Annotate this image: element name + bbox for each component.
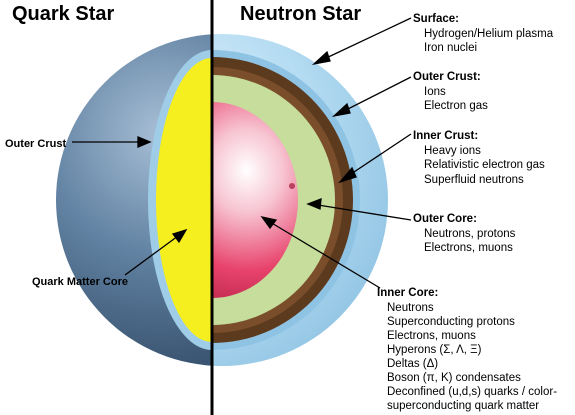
inner-crust-item: Relativistic electron gas	[424, 159, 545, 171]
inner-core-item: Hyperons (Σ, Λ, Ξ)	[387, 344, 482, 356]
quark-core-arrowhead	[171, 228, 188, 244]
quark-core-arrow	[124, 235, 179, 276]
pointer-arrows	[72, 17, 412, 289]
inner-crust-arrowhead	[338, 166, 357, 184]
surface-arrowhead	[311, 50, 331, 66]
inner-core-arrow	[269, 221, 381, 289]
inner-core-item: Boson (π, K) condensates	[387, 372, 521, 384]
inner-core-title: Inner Core:	[377, 287, 438, 299]
inner-crust-item: Superfluid neutrons	[424, 174, 524, 186]
neutron-star-half	[212, 34, 388, 366]
surface-item: Hydrogen/Helium plasma	[424, 28, 554, 40]
outer-core-title: Outer Core:	[413, 213, 477, 225]
surface-item: Iron nuclei	[424, 42, 477, 54]
quark-outer-crust-label: Outer Crust	[5, 138, 66, 150]
inner-crust-title: Inner Crust:	[413, 130, 478, 142]
inner-core-layer	[212, 102, 298, 298]
outer-crust-title: Outer Crust:	[413, 71, 481, 83]
inner-core-item: Neutrons	[387, 302, 434, 314]
inner-core-item: superconducting quark matter	[387, 400, 539, 412]
surface-arrow	[321, 17, 412, 61]
neutron-star-heading: Neutron Star	[240, 3, 361, 25]
inner-core-arrowhead	[260, 216, 278, 230]
surface-title: Surface:	[413, 13, 459, 25]
outer-crust-arrowhead	[331, 102, 351, 118]
inner-core-item: Deconfined (u,d,s) quarks / color-	[387, 386, 557, 398]
quark-star-heading: Quark Star	[12, 3, 114, 25]
outer-core-arrow	[317, 204, 412, 221]
outer-crust-item: Electron gas	[424, 100, 488, 112]
quark-core-label: Quark Matter Core	[32, 276, 128, 288]
outer-core-item: Neutrons, protons	[424, 228, 516, 240]
inner-core-item: Superconducting protons	[387, 316, 515, 328]
outer-crust-item: Ions	[424, 86, 446, 98]
quark-star-half	[56, 34, 212, 366]
outer-core-arrowhead	[306, 198, 322, 210]
inner-crust-arrow	[347, 133, 412, 177]
inner-crust-item: Heavy ions	[424, 145, 481, 157]
quark-crust-arrowhead	[137, 136, 152, 148]
outer-crust-arrow	[341, 76, 412, 113]
inner-core-item: Deltas (Δ)	[387, 358, 438, 370]
inner-core-item: Electrons, muons	[387, 330, 476, 342]
outer-core-item: Electrons, muons	[424, 242, 513, 254]
quark-matter-core	[156, 58, 212, 342]
